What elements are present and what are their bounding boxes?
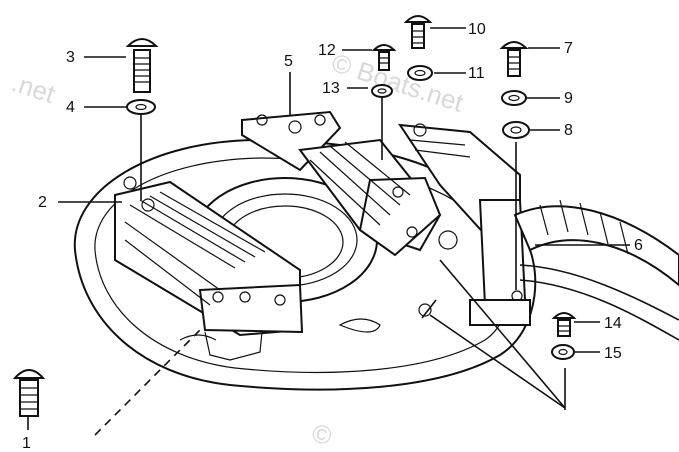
label-1: 1 <box>22 435 31 452</box>
label-15: 15 <box>604 345 622 362</box>
screw-part-14 <box>551 312 577 337</box>
label-11: 11 <box>468 65 485 82</box>
label-14: 14 <box>604 315 622 332</box>
washer-part-15 <box>551 344 575 360</box>
label-7: 7 <box>564 40 573 57</box>
screw-part-12 <box>371 44 397 71</box>
left-coil <box>114 176 304 361</box>
label-13: 13 <box>322 80 340 97</box>
leader-lines <box>27 27 630 436</box>
label-3: 3 <box>66 49 75 66</box>
washer-part-11 <box>407 65 433 81</box>
washer-part-9 <box>501 90 527 106</box>
label-10: 10 <box>468 21 486 38</box>
label-6: 6 <box>634 237 643 254</box>
screw-part-7 <box>499 41 529 77</box>
watermark-top: © Boats.net <box>328 47 468 118</box>
watermark-left: .net <box>8 67 59 109</box>
part-labels: 3 4 2 5 12 13 10 11 7 9 8 6 14 15 1 <box>22 21 643 452</box>
label-5: 5 <box>284 53 293 70</box>
washer-part-4 <box>126 99 156 115</box>
pulser-bracket <box>397 123 531 326</box>
watermark-bottom: © <box>308 417 336 451</box>
wire-harness <box>513 199 679 341</box>
washer-part-13 <box>371 84 393 98</box>
right-coil <box>241 110 458 257</box>
label-9: 9 <box>564 90 573 107</box>
screw-part-3 <box>125 38 159 93</box>
label-4: 4 <box>66 99 75 116</box>
screw-part-1 <box>12 369 46 417</box>
label-12: 12 <box>318 42 336 59</box>
washer-part-8 <box>502 121 530 139</box>
screw-part-10 <box>403 15 433 49</box>
label-2: 2 <box>38 194 47 211</box>
label-8: 8 <box>564 122 573 139</box>
